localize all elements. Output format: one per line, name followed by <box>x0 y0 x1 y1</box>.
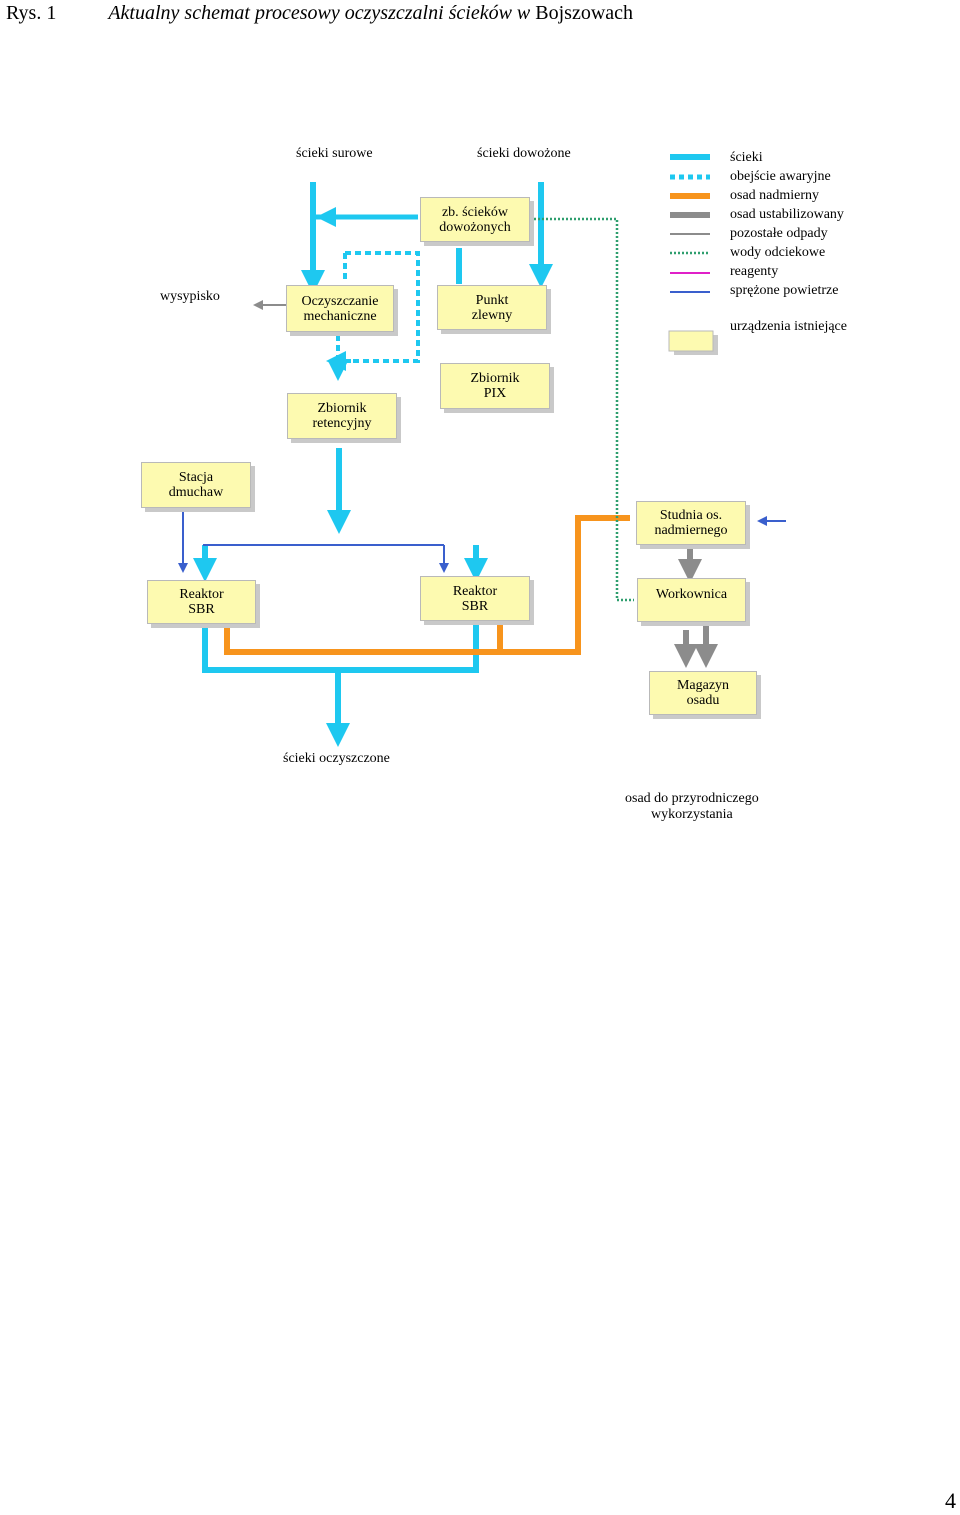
box-delivered-sewage-tank-line2: dowożonych <box>439 219 511 235</box>
legend-label-excess-sludge: osad nadmierny <box>730 188 820 203</box>
box-excess-sludge-well-line1: Studnia os. <box>659 508 723 523</box>
label-sludge-use: osad do przyrodniczego wykorzystania <box>625 791 759 823</box>
box-excess-sludge-well-line2: nadmiernego <box>654 523 728 538</box>
box-sbr-reactor-1-line2: SBR <box>188 602 215 617</box>
box-sbr-reactor-2-line2: SBR <box>461 598 489 614</box>
box-excess-sludge-well: Studnia os. nadmiernego <box>636 501 746 545</box>
box-dump-point: Punkt zlewny <box>437 285 547 330</box>
box-dump-point-line2: zlewny <box>471 307 513 323</box>
box-blower-station-line1: Stacja <box>178 470 214 485</box>
box-blower-station: Stacja dmuchaw <box>141 462 251 508</box>
legend-label-stabilized-sludge: osad ustabilizowany <box>730 207 844 222</box>
page-number: 4 <box>945 1488 956 1513</box>
box-delivered-sewage-tank: zb. ścieków dowożonych <box>420 197 530 242</box>
legend-label-reagents: reagenty <box>730 264 779 279</box>
box-sbr-reactor-2-line1: Reaktor <box>452 583 498 599</box>
label-sewage-raw: ścieki surowe <box>296 146 373 161</box>
box-dump-point-line1: Punkt <box>475 292 509 308</box>
box-sludge-store-line2: osadu <box>686 693 720 708</box>
box-press-line1: Workownica <box>655 587 728 602</box>
bypass-lines <box>326 251 420 381</box>
box-pix-tank-line2: PIX <box>483 386 507 401</box>
legend-label-bypass: obejście awaryjne <box>730 169 831 184</box>
label-landfill: wysypisko <box>160 289 220 304</box>
box-retention-tank-line1: Zbiornik <box>317 401 367 416</box>
box-delivered-sewage-tank-line1: zb. ścieków <box>441 204 509 220</box>
box-blower-station-line2: dmuchaw <box>168 485 224 500</box>
legend-label-existing: urządzenia istniejące <box>730 319 847 334</box>
box-retention-tank: Zbiornik retencyjny <box>287 393 397 439</box>
compressed-air-lines <box>178 512 786 573</box>
leachate-lines <box>530 217 634 602</box>
box-sbr-reactor-1-line1: Reaktor <box>179 587 224 602</box>
figure-title-italic: Aktualny schemat procesowy oczyszczalni … <box>108 2 531 24</box>
figure-label: Rys. 1 <box>6 2 57 24</box>
box-sbr-reactor-1: Reaktor SBR <box>147 580 256 624</box>
legend-label-compressed-air: sprężone powietrze <box>730 283 839 298</box>
figure-title-place: Bojszowach <box>535 2 634 24</box>
box-pix-tank-line1: Zbiornik <box>470 371 520 386</box>
legend-swatches <box>668 154 718 355</box>
figure-title: Rys. 1 Aktualny schemat procesowy oczyszc… <box>6 2 633 25</box>
label-treated-sewage: ścieki oczyszczone <box>283 751 390 766</box>
legend-label-leachate: wody odciekowe <box>730 245 826 260</box>
box-mechanical-treatment-line2: mechaniczne <box>303 308 377 324</box>
box-mechanical-treatment: Oczyszczanie mechaniczne <box>286 285 394 332</box>
label-sewage-delivered: ścieki dowożone <box>477 146 571 161</box>
box-pix-tank: Zbiornik PIX <box>440 363 550 409</box>
label-sludge-use-line1: osad do przyrodniczego <box>625 791 759 806</box>
box-sbr-reactor-2: Reaktor SBR <box>420 576 530 621</box>
legend-label-sewage: ścieki <box>730 150 763 165</box>
box-mechanical-treatment-line1: Oczyszczanie <box>301 293 379 309</box>
legend-label-other-waste: pozostałe odpady <box>730 226 828 241</box>
excess-sludge-lines <box>224 515 630 655</box>
box-sludge-store-line1: Magazyn <box>676 678 730 693</box>
box-retention-tank-line2: retencyjny <box>312 416 372 431</box>
box-sludge-store: Magazyn osadu <box>649 671 757 715</box>
label-sludge-use-line2: wykorzystania <box>651 807 733 822</box>
sewage-lines <box>193 182 553 747</box>
box-press: Workownica <box>637 578 746 622</box>
